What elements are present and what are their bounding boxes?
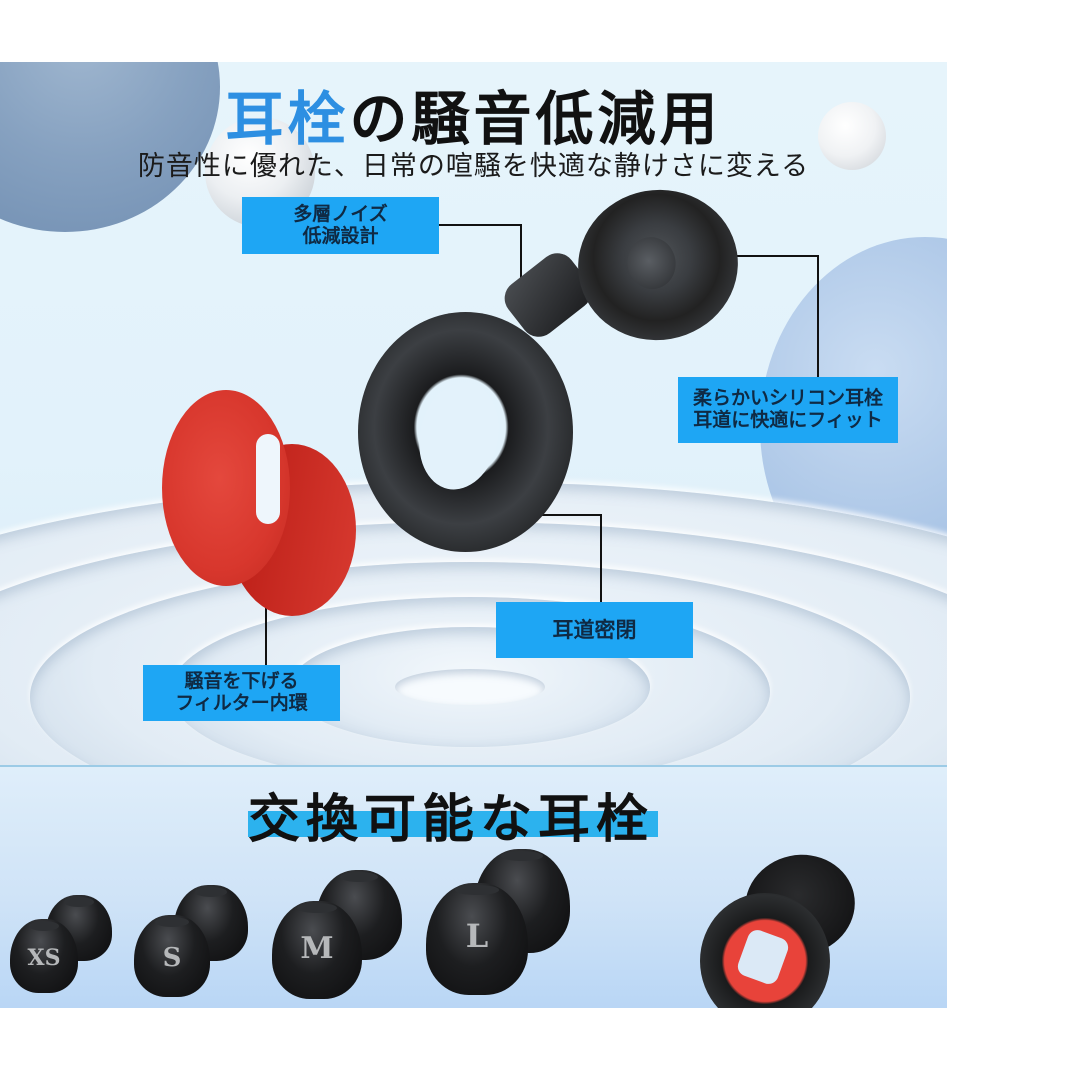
ear-tip-xs: XS [10, 919, 78, 993]
connector-line [439, 224, 522, 226]
heading-highlight-bar [248, 811, 658, 837]
callout-filter-ring: 騒音を下げる フィルター内環 [143, 665, 340, 721]
size-label: S [162, 943, 182, 973]
title-rest: の騒音低減用 [349, 85, 722, 153]
assembled-earplug [700, 844, 865, 1008]
callout-text: フィルター内環 [175, 692, 308, 714]
section-heading: 交換可能な耳栓 [248, 777, 658, 852]
size-label: L [465, 917, 489, 955]
silicone-ear-tip [566, 177, 750, 353]
exploded-view-panel: 耳栓の騒音低減用 防音性に優れた、日常の喧騒を快適な静けさに変える 多層ノイズ … [0, 62, 947, 765]
size-label: M [300, 931, 334, 966]
section-title: 交換可能な耳栓 [248, 790, 655, 850]
callout-text: 低減設計 [302, 224, 379, 247]
title-accent: 耳栓 [225, 85, 350, 153]
filter-ring-opening [256, 434, 280, 524]
ear-tip-m: M [272, 901, 362, 999]
replaceable-tips-panel: 交換可能な耳栓 XS S M L [0, 765, 947, 1008]
connector-line [520, 224, 522, 280]
connector-line [265, 592, 267, 665]
callout-ear-seal: 耳道密閉 [496, 602, 693, 658]
callout-text: 多層ノイズ [293, 202, 388, 225]
earplug-loop-body [358, 312, 573, 552]
connector-line [600, 514, 602, 602]
connector-line [735, 255, 819, 257]
page-subtitle: 防音性に優れた、日常の喧騒を快適な静けさに変える [137, 151, 810, 182]
callout-soft-silicone: 柔らかいシリコン耳栓 耳道に快適にフィット [678, 377, 898, 443]
callout-multilayer: 多層ノイズ 低減設計 [242, 197, 439, 254]
sound-ring-center [395, 669, 545, 705]
callout-text: 騒音を下げる [184, 670, 299, 693]
product-image: 耳栓の騒音低減用 防音性に優れた、日常の喧騒を快適な静けさに変える 多層ノイズ … [0, 62, 947, 1008]
size-label: XS [27, 945, 61, 971]
decorative-sphere-white-small [818, 102, 886, 170]
callout-text: 耳道に快適にフィット [693, 409, 883, 431]
callout-text: 耳道密閉 [552, 617, 637, 642]
callout-text: 柔らかいシリコン耳栓 [692, 387, 883, 410]
ear-tip-l: L [426, 883, 528, 995]
connector-line [537, 514, 602, 516]
page-title: 耳栓の騒音低減用 [0, 72, 947, 156]
ear-tip-s: S [134, 915, 210, 997]
connector-line [817, 255, 819, 377]
